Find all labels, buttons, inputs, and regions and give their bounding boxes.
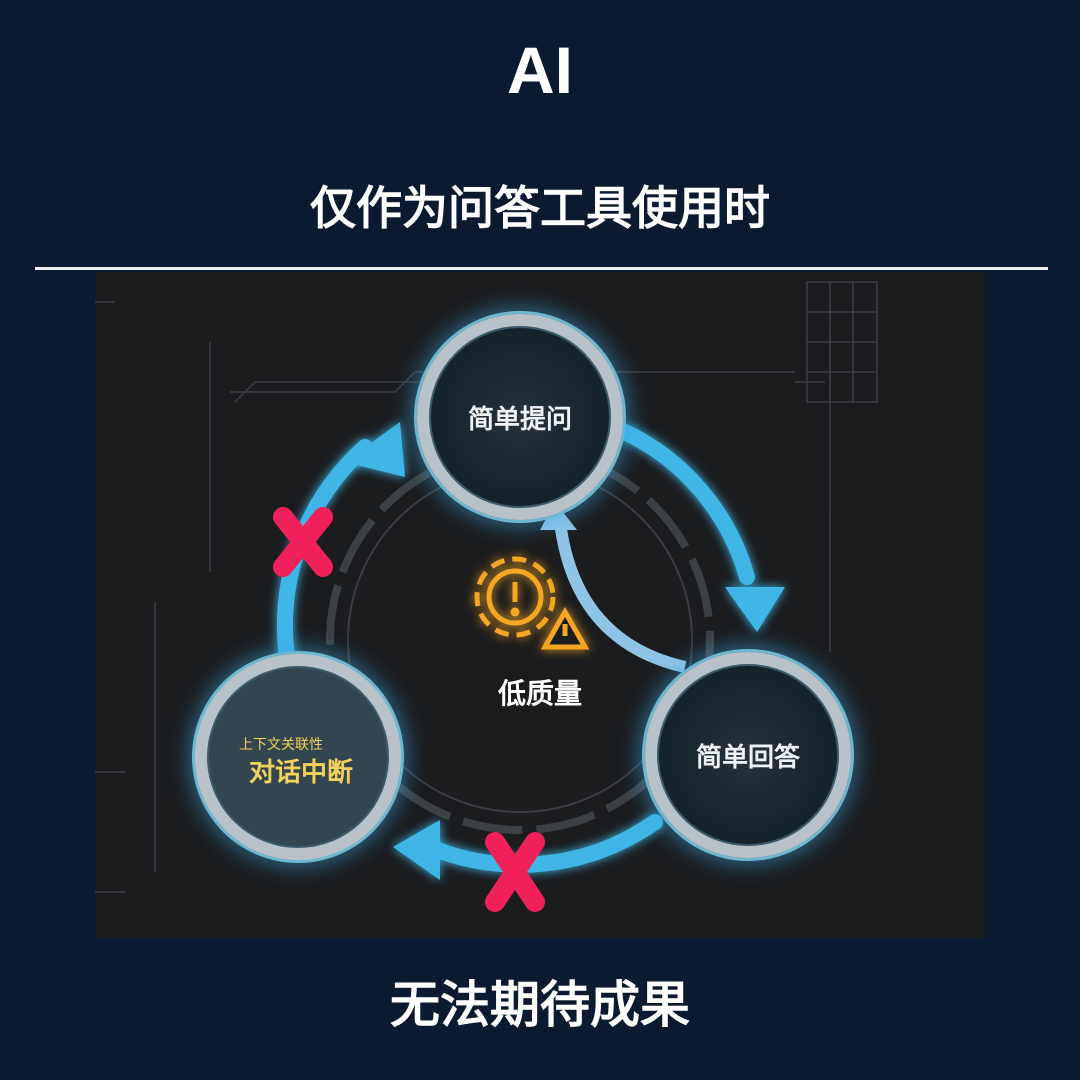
divider bbox=[35, 267, 1048, 270]
node-label: 简单提问 bbox=[467, 404, 572, 435]
broken-link-icon bbox=[273, 507, 545, 912]
conclusion: 无法期待成果 bbox=[390, 976, 690, 1034]
diagram-graphics bbox=[95, 281, 878, 912]
node-dialog-break: 上下文关联性 对话中断 bbox=[195, 654, 401, 860]
node-label: 简单回答 bbox=[695, 742, 800, 773]
arrowhead-bottom bbox=[393, 820, 440, 880]
node-sublabel: 上下文关联性 bbox=[239, 737, 323, 753]
arrow-right-to-left bbox=[422, 814, 663, 873]
center-label: 低质量 bbox=[497, 677, 582, 710]
gear-warning-icon bbox=[474, 556, 590, 650]
arrowhead-top bbox=[345, 422, 405, 477]
cycle-diagram: 简单提问 简单回答 上下文关联性 对话中断 低质量 bbox=[95, 272, 985, 938]
background-grid bbox=[95, 281, 878, 893]
title: AI bbox=[507, 33, 573, 107]
node-label: 对话中断 bbox=[248, 757, 353, 788]
arrowhead-right bbox=[725, 587, 785, 632]
subtitle: 仅作为问答工具使用时 bbox=[310, 181, 770, 235]
node-simple-answer: 简单回答 bbox=[645, 652, 851, 858]
return-arrow bbox=[554, 521, 687, 673]
arrow-top-to-right bbox=[617, 424, 755, 585]
node-simple-question: 简单提问 bbox=[417, 314, 623, 520]
